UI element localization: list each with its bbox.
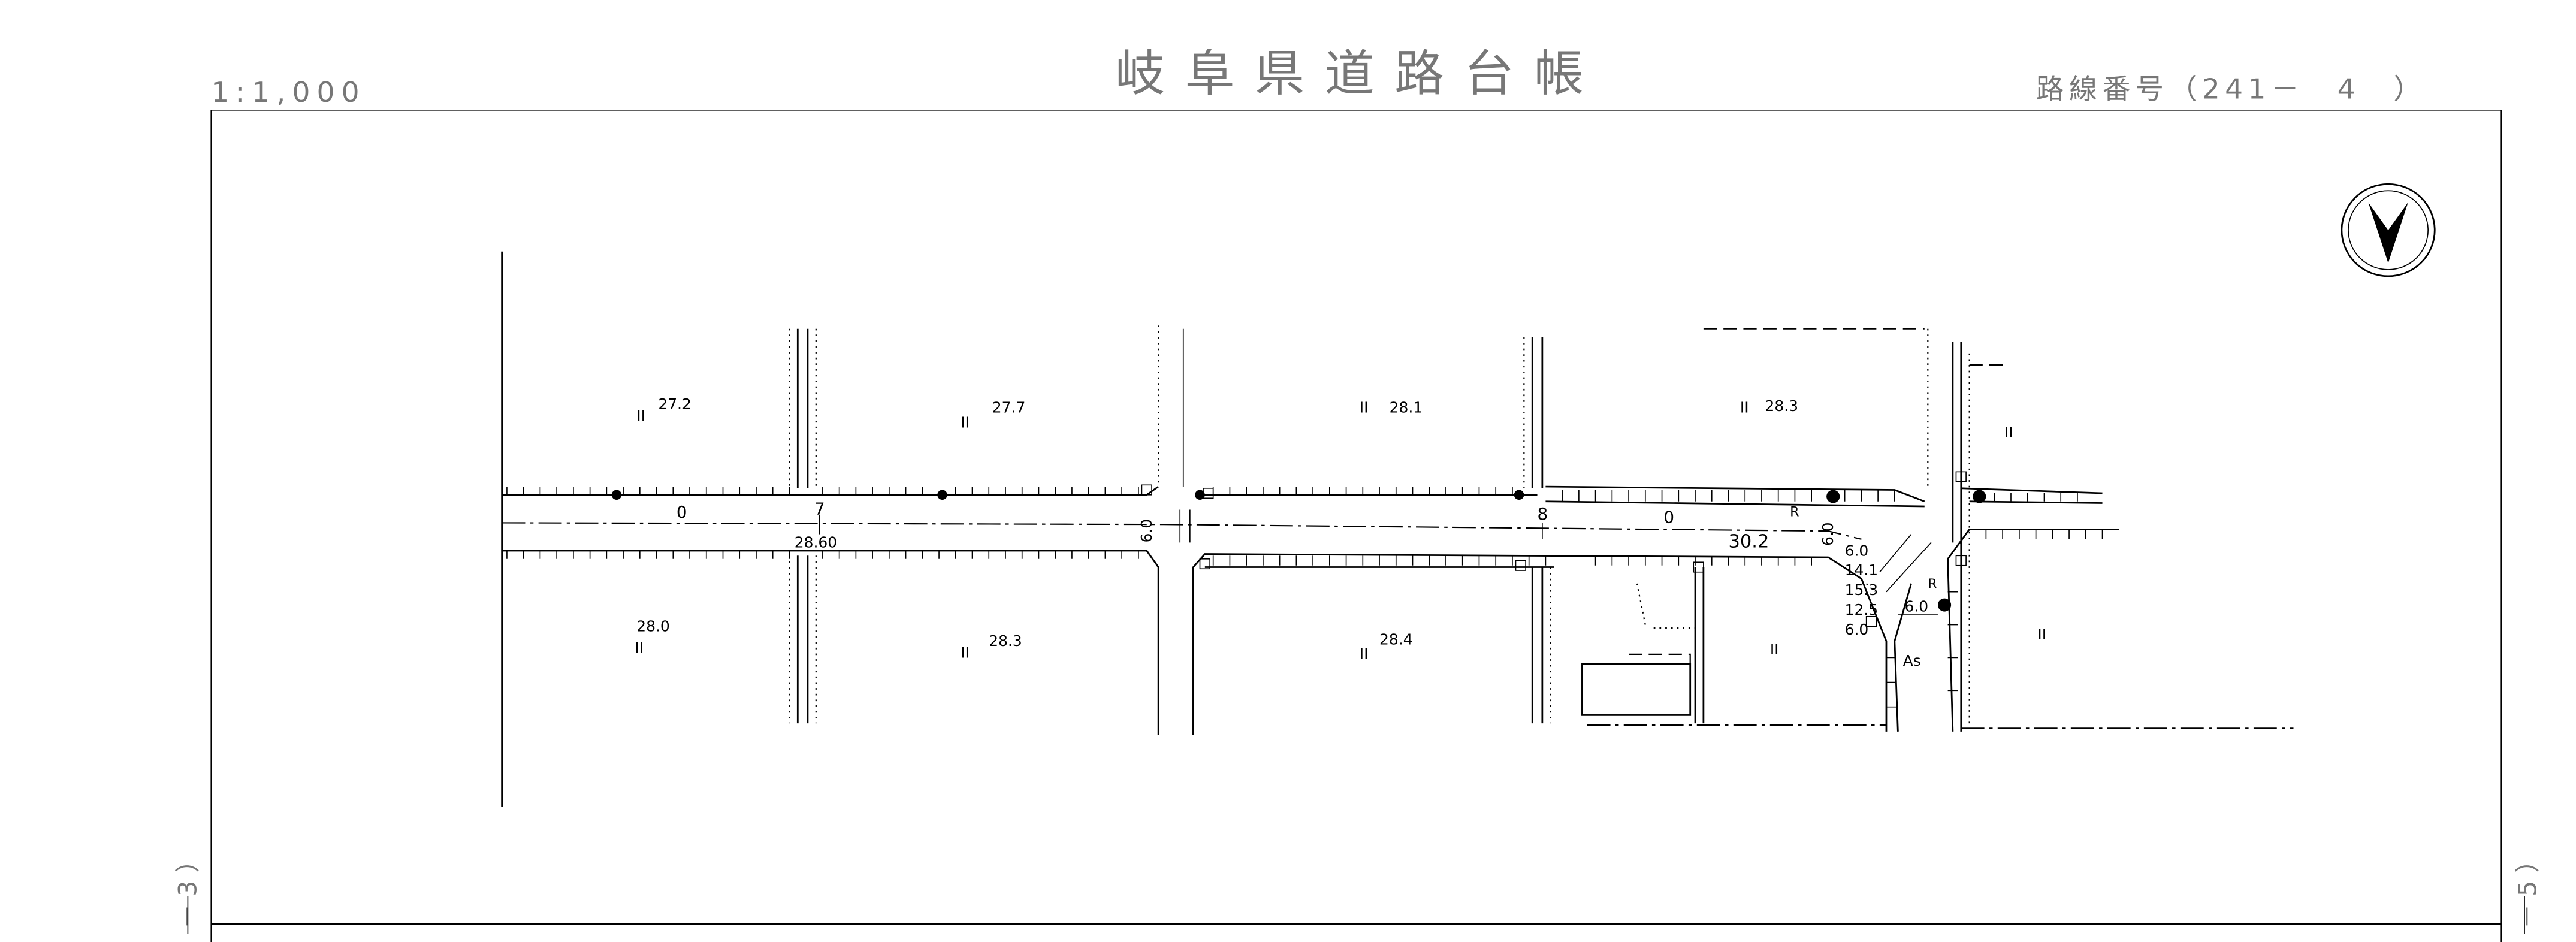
intersection-dim: 6.0: [1904, 598, 1928, 615]
distance-label: 30.2: [1728, 532, 1769, 552]
elevation: 27.2: [658, 395, 691, 413]
field-symbol: II: [1740, 399, 1749, 416]
elevation: 27.7: [992, 399, 1026, 416]
road-annotations: 7 8 0 0 28.60 6.0 6.0 30.2 R R As 6.0 14…: [677, 499, 1938, 669]
station-label: 7: [814, 499, 825, 519]
field-symbol: II: [636, 407, 645, 424]
curve-label: R: [1790, 505, 1799, 520]
field-symbol: II: [1360, 399, 1369, 416]
building: [1581, 663, 1692, 716]
station-label: 8: [1538, 504, 1548, 524]
centerline-mark: 0: [1663, 508, 1674, 527]
curve-label: R: [1928, 577, 1937, 592]
field-symbol: II: [961, 413, 970, 431]
north-arrow-icon: [2341, 183, 2436, 277]
elevation-labels: 27.2 27.7 28.1 28.3 28.0 28.3 28.4: [636, 395, 1798, 650]
elevation: 28.3: [989, 632, 1022, 650]
intersection-dim: 6.0: [1845, 621, 1869, 638]
intersection-dim: 6.0: [1845, 542, 1869, 559]
sheet-title: 岐阜県道路台帳: [1115, 44, 1603, 102]
scale-label: 1:1,000: [211, 76, 366, 109]
elevation: 28.1: [1390, 399, 1423, 416]
elevation: 28.0: [636, 618, 670, 635]
field-symbol: II: [2004, 424, 2013, 441]
centerline-elevation: 28.60: [795, 534, 837, 551]
field-symbol: II: [961, 644, 970, 662]
field-symbols: II II II II II II II II II II: [635, 399, 2046, 663]
side-lanes: [789, 328, 2294, 735]
centerline-mark: 0: [677, 502, 687, 522]
elevation: 28.4: [1379, 631, 1413, 648]
route-number: 路線番号（241－ 4 ）: [2036, 73, 2427, 106]
utility-poles: [611, 490, 1986, 612]
road-width: 6.0: [1819, 523, 1837, 546]
intersection-dim: 15.3: [1845, 581, 1879, 599]
intersection-dim: 12.5: [1845, 601, 1879, 618]
intersection-dim: 14.1: [1845, 561, 1879, 579]
main-road: [502, 325, 2119, 735]
field-symbol: II: [1360, 645, 1369, 663]
field-symbol: II: [1770, 641, 1779, 658]
catch-basins: [1141, 471, 1967, 627]
road-width: 6.0: [1138, 519, 1155, 542]
map-frame: [187, 109, 2525, 942]
elevation: 28.3: [1765, 397, 1799, 415]
side-label-right: － 5 ）: [2513, 848, 2542, 929]
field-symbol: II: [635, 639, 644, 656]
surface-label: As: [1903, 652, 1921, 669]
field-symbol: II: [2037, 626, 2046, 643]
